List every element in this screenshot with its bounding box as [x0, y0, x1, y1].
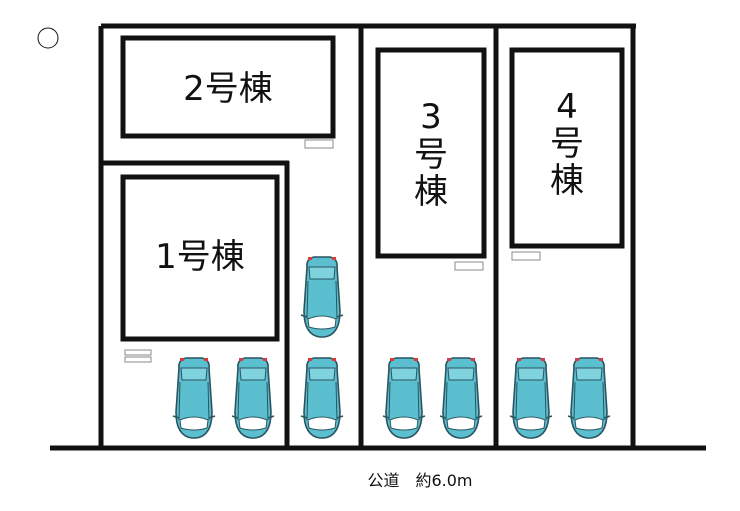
- meter-box: [304, 139, 334, 149]
- road-label: 公道 約6.0m: [367, 471, 472, 490]
- building-4: 4 号 棟: [509, 47, 625, 249]
- meter-box: [124, 349, 152, 356]
- meter-box: [124, 356, 152, 363]
- building-3-number: 3: [420, 97, 442, 137]
- building-2: 2号棟: [120, 35, 336, 139]
- building-4-to: 棟: [550, 161, 584, 201]
- meter-box: [454, 261, 484, 271]
- car-icon: [439, 357, 483, 439]
- car-icon: [300, 357, 344, 439]
- car-icon: [567, 357, 611, 439]
- car-icon: [300, 256, 344, 338]
- building-3-to: 棟: [414, 172, 448, 212]
- building-4-number: 4: [556, 87, 578, 127]
- building-1-label: 1号棟: [155, 237, 245, 277]
- meter-box: [511, 251, 541, 261]
- building-4-go: 号: [550, 124, 584, 164]
- building-3-go: 号: [414, 135, 448, 175]
- site-boundary: [98, 23, 636, 448]
- building-3: 3 号 棟: [375, 47, 487, 259]
- building-1: 1号棟: [120, 174, 280, 342]
- car-icon: [382, 357, 426, 439]
- car-icon: [231, 357, 275, 439]
- north-arrow-icon: [37, 27, 59, 49]
- car-icon: [509, 357, 553, 439]
- building-2-label: 2号棟: [183, 69, 273, 109]
- car-icon: [172, 357, 216, 439]
